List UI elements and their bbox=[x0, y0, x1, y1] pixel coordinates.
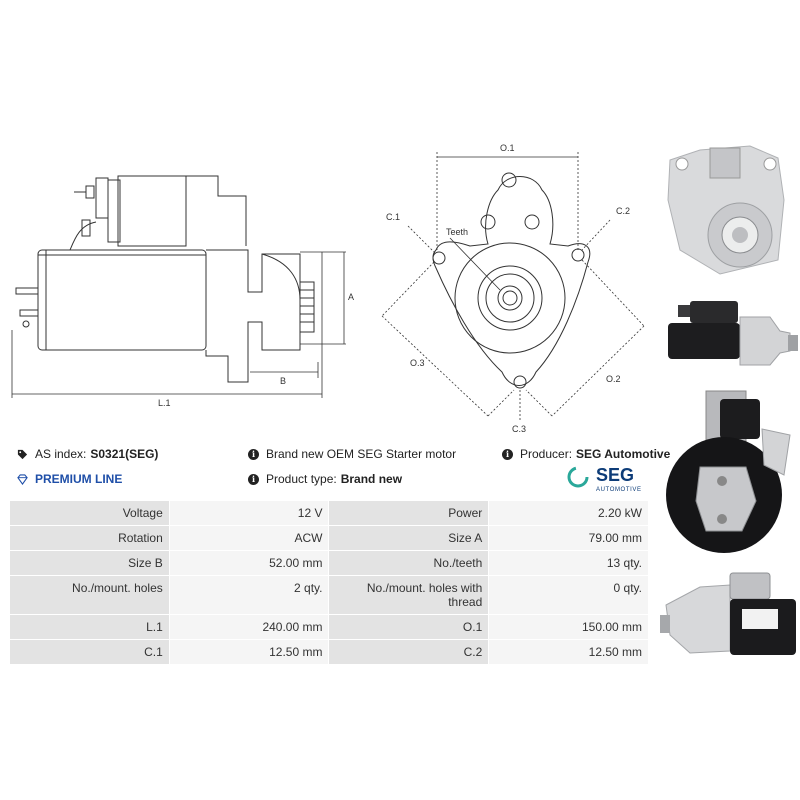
logo-sub-text: AUTOMOTIVE bbox=[596, 487, 642, 493]
producer-label: Producer: bbox=[520, 447, 573, 461]
spec-label: Size A bbox=[328, 525, 490, 551]
spec-value: 2 qty. bbox=[168, 575, 330, 615]
spec-value: 2.20 kW bbox=[488, 500, 649, 526]
spec-value: 13 qty. bbox=[488, 550, 649, 576]
spec-label: C.1 bbox=[9, 639, 170, 665]
spec-label: Voltage bbox=[9, 500, 170, 526]
spec-value: 12.50 mm bbox=[168, 639, 330, 665]
spec-value: 240.00 mm bbox=[168, 614, 330, 640]
spec-label: Size B bbox=[9, 550, 170, 576]
producer-row: i Producer: SEG Automotive bbox=[502, 447, 670, 461]
dim-label-o2: O.2 bbox=[606, 374, 621, 384]
dim-label-o3: O.3 bbox=[410, 358, 425, 368]
spec-label: Rotation bbox=[9, 525, 170, 551]
spec-value: ACW bbox=[168, 525, 330, 551]
seg-automotive-logo: SEG AUTOMOTIVE bbox=[567, 465, 642, 493]
tag-icon bbox=[17, 449, 28, 459]
dim-label-a: A bbox=[348, 292, 354, 302]
table-row: Voltage 12 V Power 2.20 kW bbox=[9, 500, 649, 526]
product-photo-front bbox=[667, 145, 785, 275]
starter-front-view bbox=[432, 172, 591, 389]
spec-label: No./mount. holes bbox=[9, 575, 170, 615]
product-photo-side bbox=[668, 301, 798, 366]
spec-label: No./mount. holes with thread bbox=[328, 575, 490, 615]
product-type-label: Product type: bbox=[266, 472, 337, 486]
premium-line-badge: PREMIUM LINE bbox=[17, 472, 122, 486]
producer-value: SEG Automotive bbox=[576, 447, 671, 461]
product-type-value: Brand new bbox=[340, 472, 403, 486]
info-icon: i bbox=[502, 448, 513, 460]
spec-value: 12.50 mm bbox=[488, 639, 649, 665]
spec-value: 52.00 mm bbox=[168, 550, 330, 576]
as-index-label: AS index: bbox=[35, 447, 87, 461]
table-row: L.1 240.00 mm O.1 150.00 mm bbox=[9, 614, 649, 640]
product-photo-rear bbox=[666, 390, 791, 553]
starter-side-view bbox=[15, 175, 315, 383]
table-row: Size B 52.00 mm No./teeth 13 qty. bbox=[9, 550, 649, 576]
brand-new-oem-text: Brand new OEM SEG Starter motor bbox=[266, 447, 457, 461]
dim-label-teeth: Teeth bbox=[446, 227, 468, 237]
spec-value: 0 qty. bbox=[488, 575, 649, 615]
spec-label: O.1 bbox=[328, 614, 490, 640]
technical-drawing: L.1 B A O.1 O.3 O.2 C.1 C.2 C.3 Teeth bbox=[11, 143, 645, 434]
specifications-table: Voltage 12 V Power 2.20 kW Rotation ACW … bbox=[9, 500, 649, 665]
spec-value: 12 V bbox=[168, 500, 330, 526]
premium-line-label: PREMIUM LINE bbox=[35, 472, 123, 486]
front-view-dimensions bbox=[381, 152, 645, 422]
info-icon: i bbox=[248, 473, 259, 485]
table-row: Rotation ACW Size A 79.00 mm bbox=[9, 525, 649, 551]
table-row: No./mount. holes 2 qty. No./mount. holes… bbox=[9, 575, 649, 615]
table-row: C.1 12.50 mm C.2 12.50 mm bbox=[9, 639, 649, 665]
product-photo-top bbox=[660, 572, 796, 655]
dim-label-o1: O.1 bbox=[500, 143, 515, 153]
as-index-value: S0321(SEG) bbox=[90, 447, 159, 461]
logo-main-text: SEG bbox=[596, 465, 634, 485]
spec-label: C.2 bbox=[328, 639, 490, 665]
info-icon: i bbox=[248, 448, 259, 460]
product-type-row: i Product type: Brand new bbox=[248, 472, 402, 486]
dim-label-l1: L.1 bbox=[158, 398, 171, 408]
diamond-icon bbox=[17, 473, 28, 485]
dim-label-c3: C.3 bbox=[512, 424, 526, 434]
spec-label: No./teeth bbox=[328, 550, 490, 576]
dim-label-c2: C.2 bbox=[616, 206, 630, 216]
dim-label-c1: C.1 bbox=[386, 212, 400, 222]
as-index-row: AS index: S0321(SEG) bbox=[17, 447, 158, 461]
spec-label: Power bbox=[328, 500, 490, 526]
side-view-dimensions bbox=[11, 251, 346, 398]
spec-label: L.1 bbox=[9, 614, 170, 640]
spec-value: 79.00 mm bbox=[488, 525, 649, 551]
spec-value: 150.00 mm bbox=[488, 614, 649, 640]
brand-new-oem-row: i Brand new OEM SEG Starter motor bbox=[248, 447, 456, 461]
dim-label-b: B bbox=[280, 376, 286, 386]
